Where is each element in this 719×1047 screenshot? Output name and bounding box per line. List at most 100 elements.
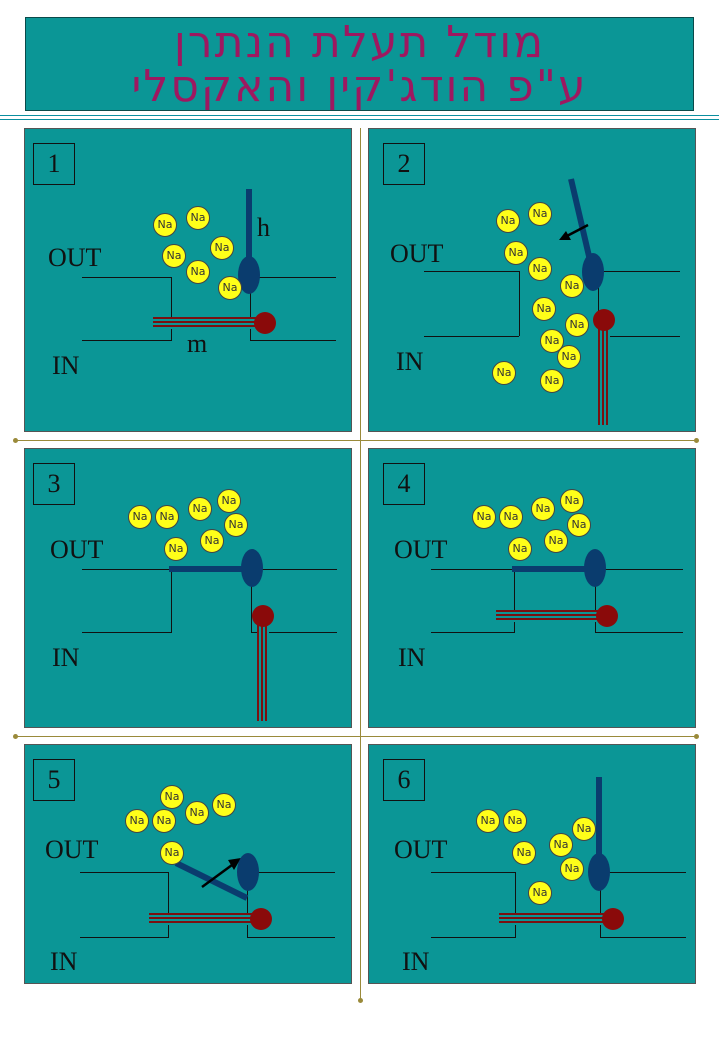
na-ion: Na — [560, 857, 584, 881]
na-ion: Na — [218, 276, 242, 300]
m-gate — [602, 908, 624, 930]
na-ion: Na — [186, 206, 210, 230]
arrow-head — [559, 231, 571, 240]
panel-2: 2 OUT IN Na Na Na Na Na Na Na Na Na Na N… — [368, 128, 696, 432]
m-gate-bars — [496, 610, 606, 622]
in-label: IN — [52, 351, 80, 380]
m-gate — [254, 312, 276, 334]
na-ion: Na — [503, 809, 527, 833]
na-ion: Na — [125, 809, 149, 833]
axis-end-dot — [694, 438, 699, 443]
na-ion: Na — [188, 497, 212, 521]
h-gate-arm — [596, 777, 602, 861]
na-ion: Na — [210, 236, 234, 260]
in-label: IN — [52, 643, 80, 672]
na-ion: Na — [504, 241, 528, 265]
membrane-line — [82, 277, 172, 278]
na-ion: Na — [496, 209, 520, 233]
membrane-line — [171, 569, 172, 632]
h-gate — [238, 256, 260, 294]
arrow-shaft — [564, 223, 589, 239]
membrane-line — [247, 872, 248, 937]
na-ion: Na — [128, 505, 152, 529]
h-gate — [584, 549, 606, 587]
panel-5: 5 OUT IN Na Na Na Na Na Na — [24, 744, 352, 984]
out-label: OUT — [390, 239, 444, 268]
na-ion: Na — [217, 489, 241, 513]
membrane-line — [519, 271, 520, 336]
membrane-line — [431, 569, 515, 570]
membrane-line — [514, 569, 515, 632]
membrane-line — [247, 937, 335, 938]
na-ion: Na — [164, 537, 188, 561]
na-ion: Na — [531, 497, 555, 521]
divider-line — [0, 119, 719, 120]
membrane-line — [598, 271, 599, 336]
na-ion: Na — [152, 809, 176, 833]
na-ion: Na — [540, 369, 564, 393]
h-gate — [241, 549, 263, 587]
h-gate-arm — [512, 566, 590, 572]
panel-number: 2 — [383, 143, 425, 185]
na-ion: Na — [528, 881, 552, 905]
panel-number: 5 — [33, 759, 75, 801]
membrane-line — [80, 872, 169, 873]
na-ion: Na — [224, 513, 248, 537]
panel-number: 3 — [33, 463, 75, 505]
title-line-1: מודל תעלת הנתרן — [173, 17, 546, 68]
membrane-line — [600, 872, 686, 873]
membrane-line — [424, 336, 519, 337]
na-ion: Na — [476, 809, 500, 833]
na-ion: Na — [160, 841, 184, 865]
membrane-line — [595, 569, 683, 570]
membrane-line — [247, 872, 335, 873]
na-ion: Na — [544, 529, 568, 553]
membrane-line — [82, 340, 172, 341]
na-ion: Na — [185, 801, 209, 825]
na-ion: Na — [567, 513, 591, 537]
m-gate-bars — [598, 327, 610, 425]
membrane-line — [431, 632, 515, 633]
panel-3: 3 OUT IN Na Na Na Na Na Na Na — [24, 448, 352, 728]
membrane-line — [168, 872, 169, 937]
na-ion: Na — [499, 505, 523, 529]
na-ion: Na — [200, 529, 224, 553]
membrane-line — [251, 569, 252, 632]
h-gate — [588, 853, 610, 891]
na-ion: Na — [528, 257, 552, 281]
na-ion: Na — [557, 345, 581, 369]
h-gate — [237, 853, 259, 891]
membrane-line — [598, 336, 680, 337]
title-line-2: ע"פ הודג'קין והאקסלי — [131, 61, 588, 112]
membrane-line — [598, 271, 680, 272]
panel-6: 6 OUT IN Na Na Na Na Na Na Na — [368, 744, 696, 984]
m-gate-bars — [257, 619, 269, 721]
panel-number: 6 — [383, 759, 425, 801]
out-label: OUT — [48, 243, 102, 272]
out-label: OUT — [394, 535, 448, 564]
na-ion: Na — [572, 817, 596, 841]
membrane-line — [250, 277, 251, 340]
na-ion: Na — [565, 313, 589, 337]
grid-axis-vertical — [360, 128, 361, 1000]
m-gate — [252, 605, 274, 627]
na-ion: Na — [162, 244, 186, 268]
axis-end-dot — [694, 734, 699, 739]
panel-overlay — [174, 858, 249, 901]
axis-end-dot — [13, 734, 18, 739]
m-gate — [596, 605, 618, 627]
na-ion: Na — [472, 505, 496, 529]
grid-axis-horizontal — [15, 440, 698, 441]
na-ion: Na — [186, 260, 210, 284]
membrane-line — [595, 632, 683, 633]
membrane-line — [600, 937, 686, 938]
arrow-shaft — [201, 863, 233, 889]
na-ion: Na — [492, 361, 516, 385]
m-gate — [250, 908, 272, 930]
na-ion: Na — [549, 833, 573, 857]
out-label: OUT — [45, 835, 99, 864]
h-gate-arm — [246, 189, 252, 273]
na-ion: Na — [532, 297, 556, 321]
h-gate-arm — [169, 566, 247, 572]
in-label: IN — [396, 347, 424, 376]
